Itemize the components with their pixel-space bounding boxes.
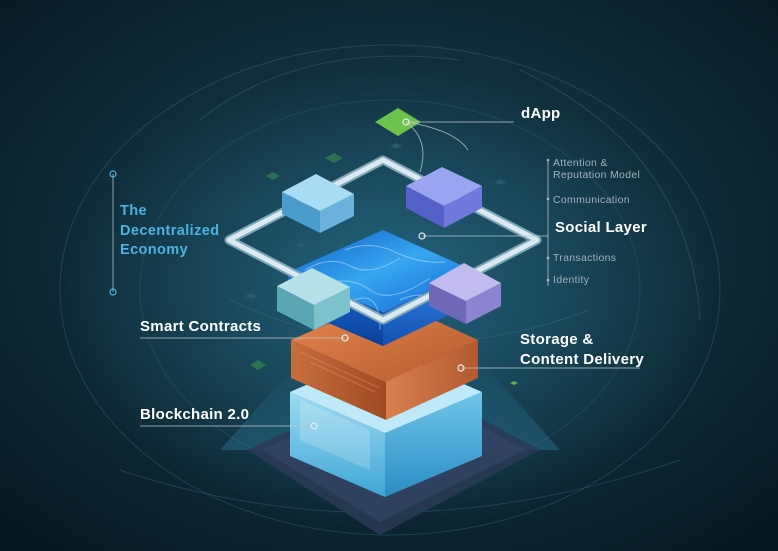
storage-label: Storage & Content Delivery: [520, 330, 644, 370]
attention-line-2: Reputation Model: [553, 169, 640, 181]
storage-line-1: Storage &: [520, 330, 644, 350]
attention-label: Attention & Reputation Model: [553, 157, 640, 181]
economy-line-3: Economy: [120, 241, 220, 261]
storage-line-2: Content Delivery: [520, 350, 644, 370]
social-layer-label: Social Layer: [555, 219, 647, 236]
economy-label: The Decentralized Economy: [120, 202, 220, 261]
economy-line-1: The: [120, 202, 220, 222]
identity-label: Identity: [553, 274, 589, 286]
dapp-label: dApp: [521, 105, 561, 122]
communication-label: Communication: [553, 194, 630, 206]
attention-line-1: Attention &: [553, 157, 608, 169]
blockchain-label: Blockchain 2.0: [140, 406, 249, 423]
economy-line-2: Decentralized: [120, 222, 220, 242]
smart-contracts-label: Smart Contracts: [140, 318, 261, 335]
transactions-label: Transactions: [553, 252, 616, 264]
